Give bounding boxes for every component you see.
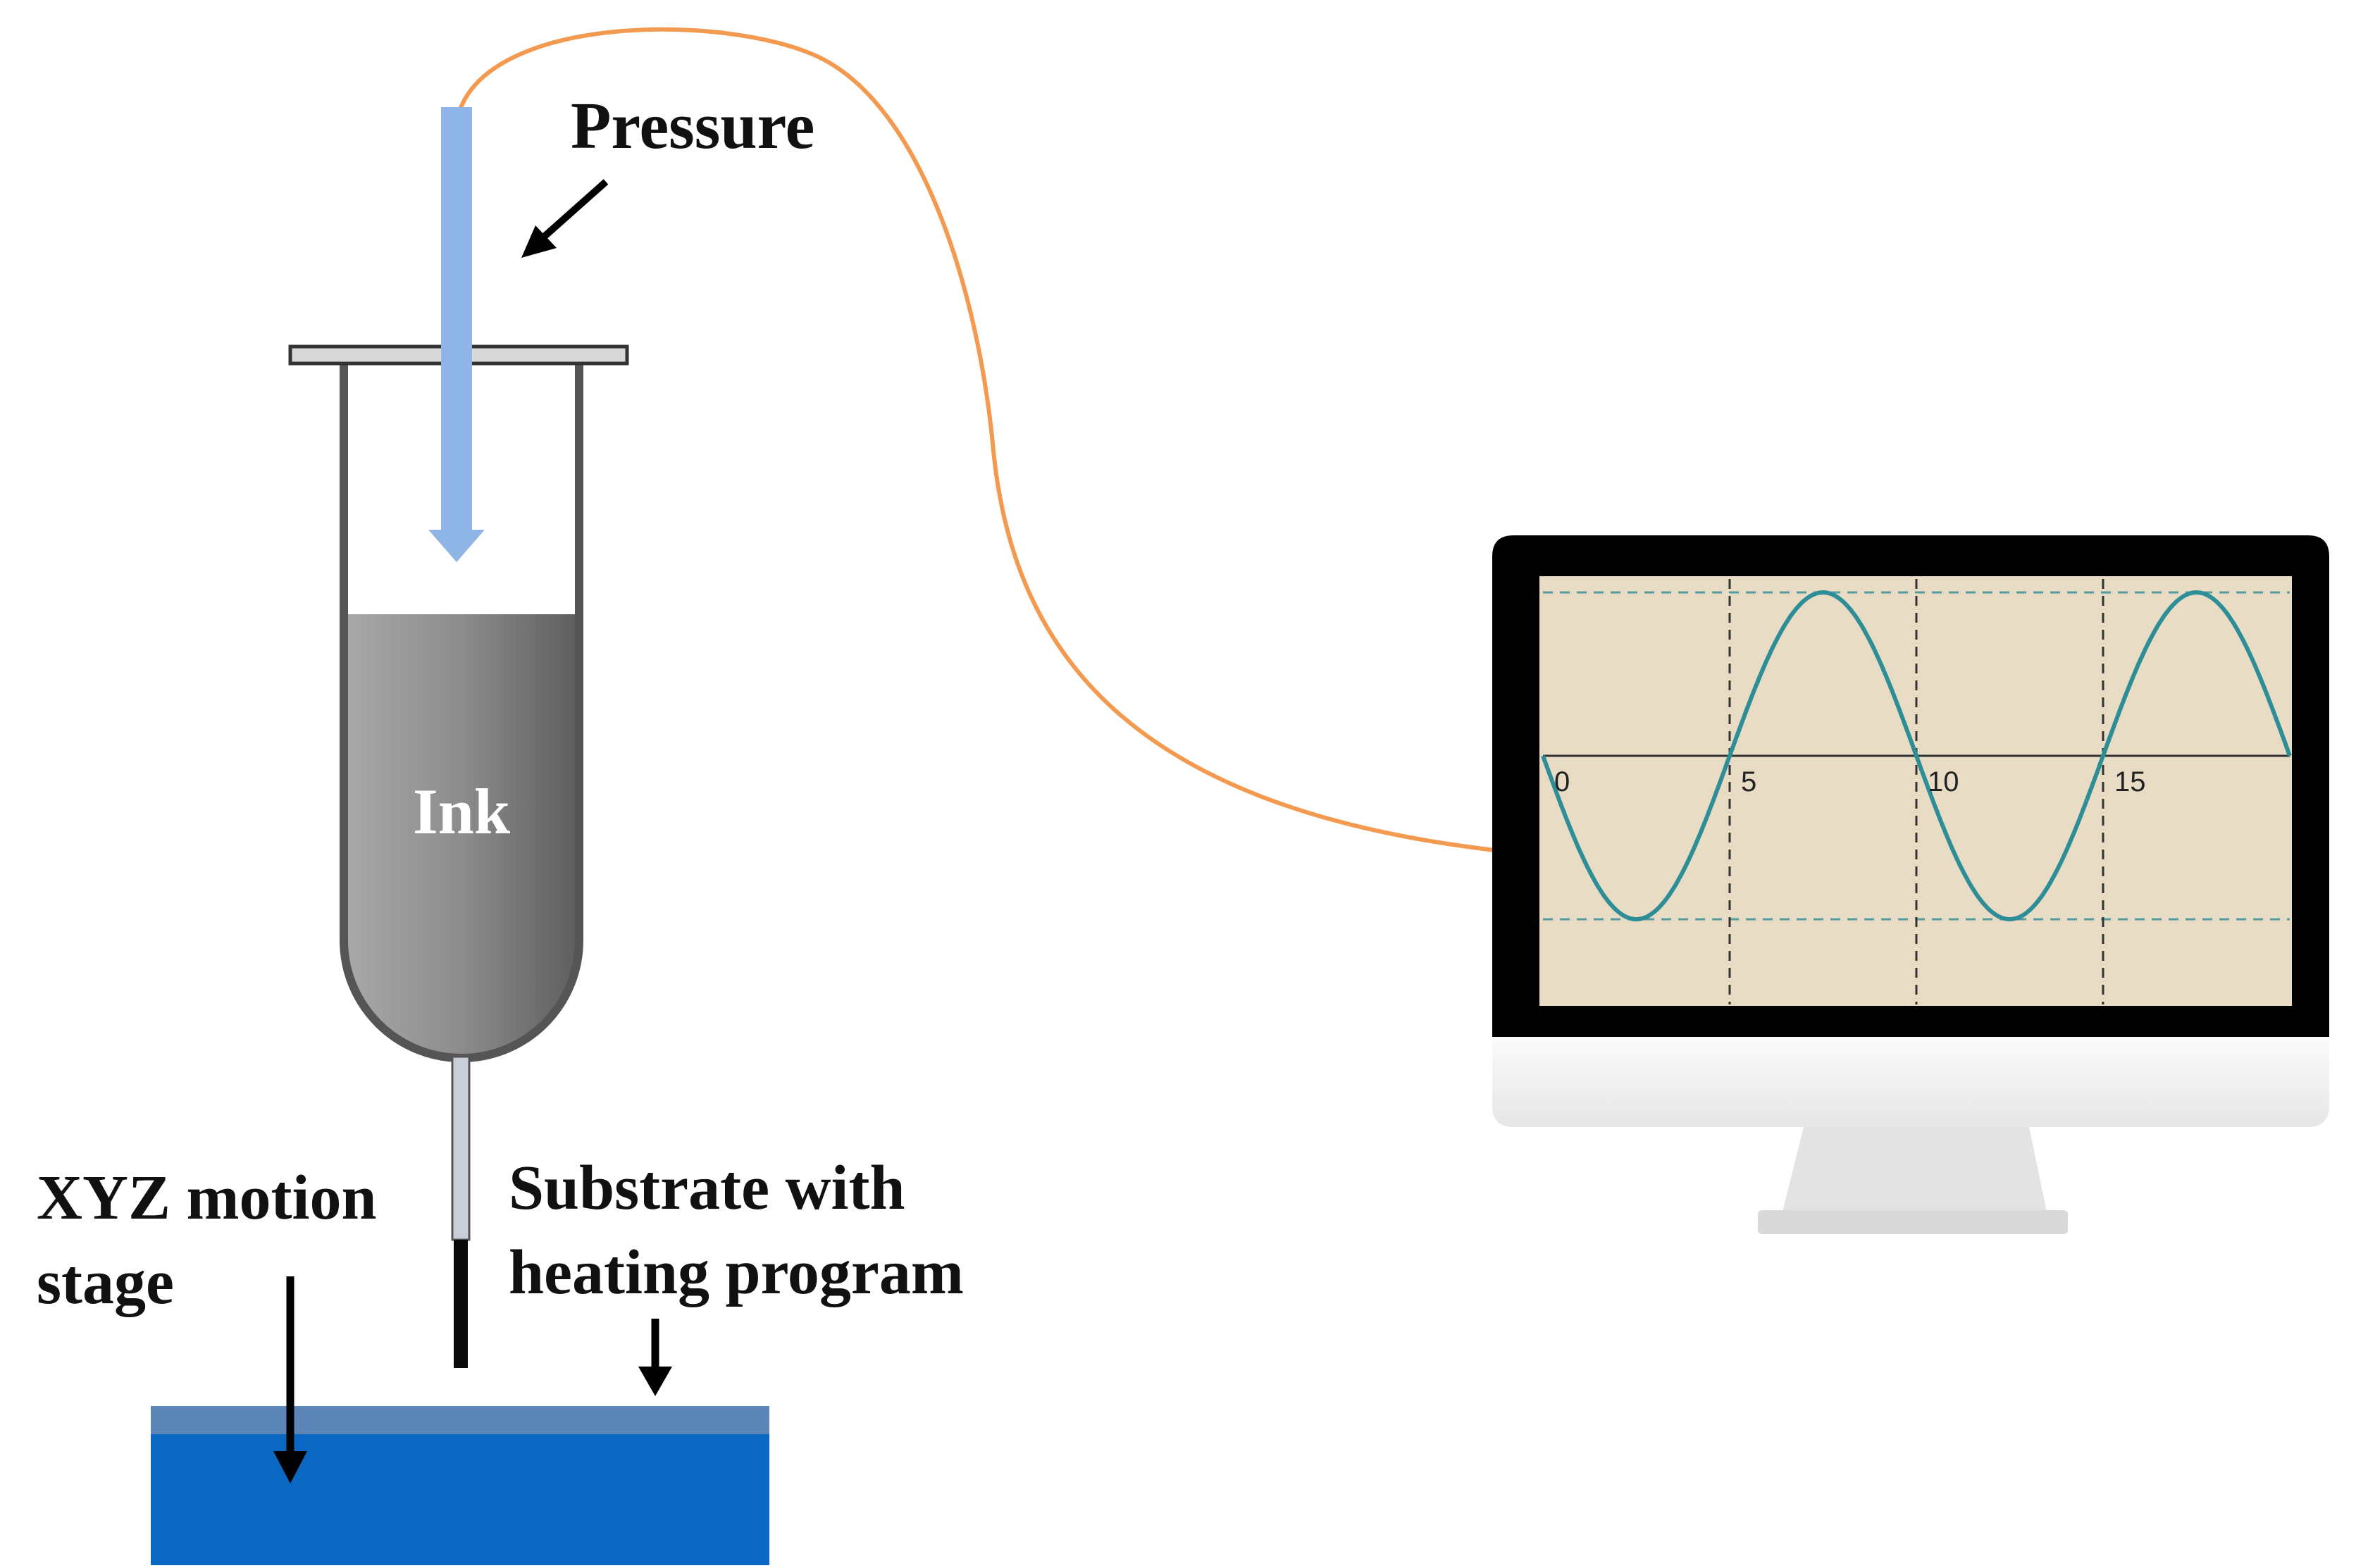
- x-tick-label: 10: [1928, 766, 1959, 797]
- substrate-body: [151, 1414, 769, 1565]
- pressure-arrow: [521, 179, 609, 258]
- pressure-label: Pressure: [571, 89, 814, 163]
- substrate-top-layer: [151, 1406, 769, 1434]
- needle: [451, 1055, 471, 1241]
- ink-fill: [347, 614, 576, 1055]
- xyz-arrow: [273, 1276, 307, 1483]
- plunger-arrow: [428, 107, 485, 562]
- waveform-line: [1541, 590, 2292, 922]
- monitor-stand-base: [1758, 1210, 2068, 1234]
- ink-label: Ink: [413, 776, 511, 847]
- x-tick-label: 0: [1554, 766, 1570, 797]
- xyz-label-line1: XYZ motion: [37, 1163, 377, 1233]
- monitor-chin: [1492, 1035, 2329, 1127]
- substrate: [151, 1406, 769, 1565]
- x-tick-label: 15: [2114, 766, 2146, 797]
- monitor: 0 5 10 15: [1492, 535, 2329, 1234]
- signal-cable: [457, 27, 1501, 853]
- oscilloscope-plot: 0 5 10 15: [1541, 579, 2292, 1004]
- substrate-label-line2: heating program: [509, 1238, 964, 1307]
- x-tick-label: 5: [1741, 766, 1756, 797]
- xyz-label-line2: stage: [37, 1247, 174, 1317]
- substrate-label-line1: Substrate with: [509, 1153, 905, 1223]
- substrate-arrow: [638, 1319, 672, 1396]
- monitor-stand-neck: [1782, 1127, 2047, 1212]
- ink-filament: [454, 1240, 468, 1368]
